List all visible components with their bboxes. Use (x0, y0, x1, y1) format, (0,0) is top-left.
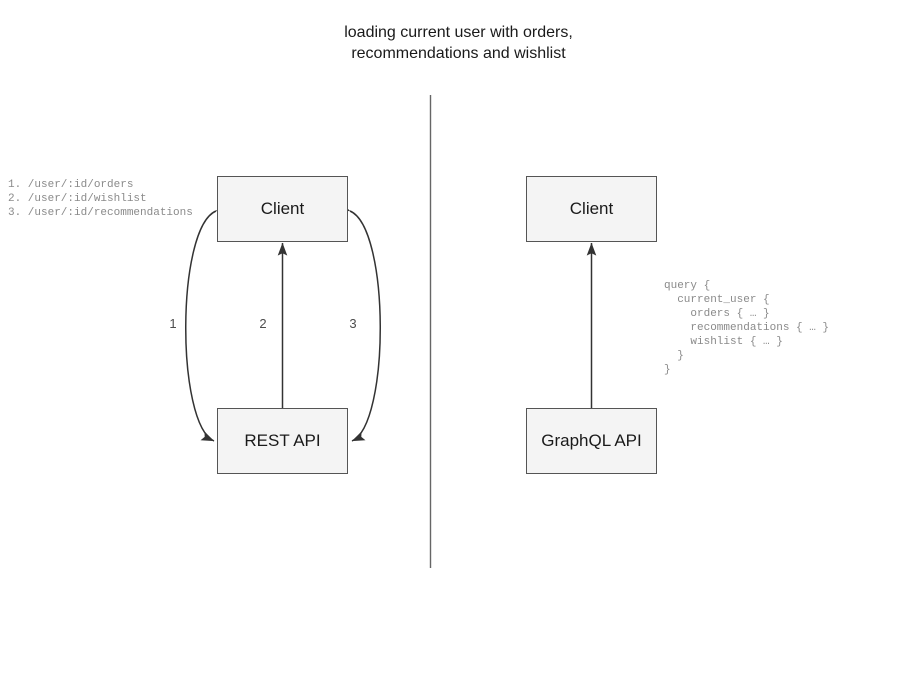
node-graphql-api[interactable]: GraphQL API (526, 408, 657, 474)
edge-label-1: 1 (169, 316, 177, 331)
edge-3-recommendations (336, 201, 381, 442)
edge-label-2: 2 (259, 316, 267, 331)
node-client-rest[interactable]: Client (217, 176, 348, 242)
node-client-graphql[interactable]: Client (526, 176, 657, 242)
edge-label-3: 3 (349, 316, 357, 331)
node-rest-api[interactable]: REST API (217, 408, 348, 474)
edge-1-orders (185, 201, 230, 442)
node-label: Client (569, 199, 614, 218)
node-label: REST API (244, 431, 321, 450)
graphql-query-block: query { current_user { orders { … } reco… (664, 280, 830, 376)
rest-endpoint-list: 1. /user/:id/orders 2. /user/:id/wishlis… (8, 179, 193, 219)
node-label: Client (260, 199, 305, 218)
page-title: loading current user with orders, recomm… (344, 24, 573, 62)
node-label: GraphQL API (541, 431, 642, 450)
